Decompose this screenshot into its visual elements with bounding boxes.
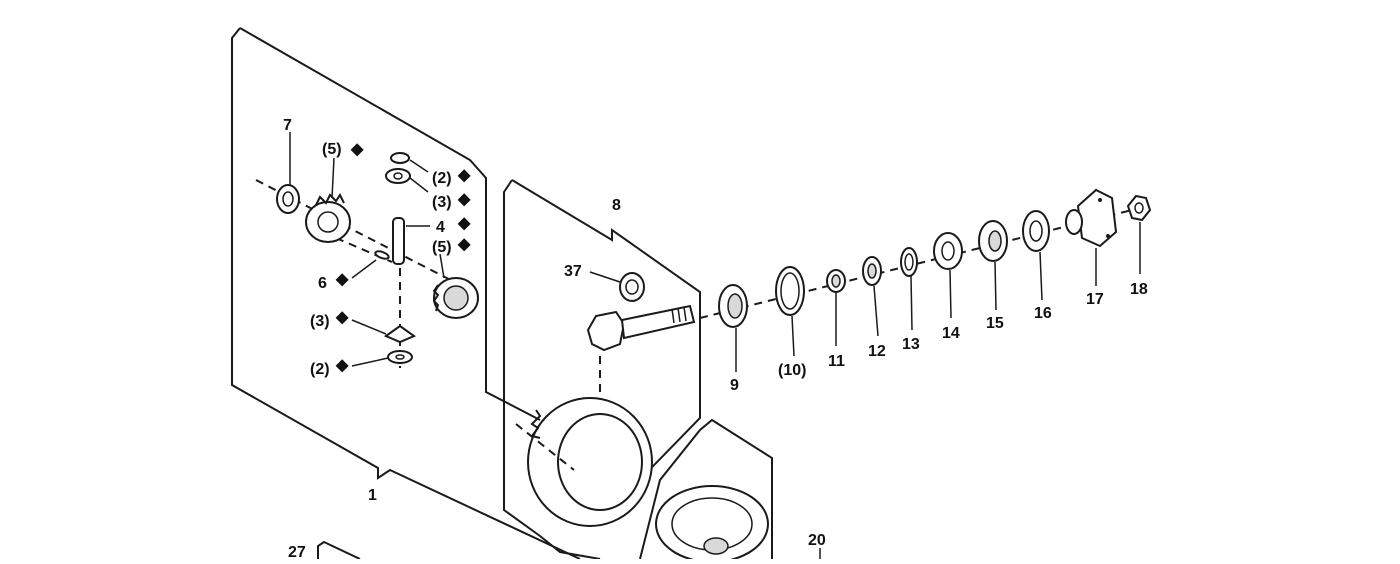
pinion-shaft-4 (392, 217, 405, 265)
group-1-outline (231, 27, 581, 560)
diamond-marker: ◆ (457, 215, 471, 232)
pinion-gear-3a (385, 168, 411, 184)
callout-18: 18 (1130, 281, 1148, 298)
callout-1: 1 (368, 487, 377, 504)
group-27-outline (317, 540, 361, 560)
callout-5b: (5) (432, 239, 452, 256)
diamond-marker: ◆ (335, 309, 349, 326)
drive-pinion-shaft (586, 304, 696, 352)
callout-16: 16 (1034, 305, 1052, 322)
collapsible-spacer-10 (775, 266, 805, 316)
group-8-outline (503, 179, 701, 560)
diamond-marker: ◆ (457, 191, 471, 208)
lock-pin-6 (374, 250, 390, 260)
leader-lines (289, 132, 1141, 559)
diamond-marker: ◆ (335, 357, 349, 374)
callout-2b: (2) (310, 361, 330, 378)
callout-5a: (5) (322, 141, 342, 158)
callout-6: 6 (318, 275, 327, 292)
callout-17: 17 (1086, 291, 1104, 308)
differential-case (655, 485, 769, 563)
diamond-marker: ◆ (457, 236, 471, 253)
callout-3b: (3) (310, 313, 330, 330)
diamond-marker: ◆ (350, 141, 364, 158)
thrust-washer-7 (276, 184, 300, 214)
callout-15: 15 (986, 315, 1004, 332)
ring-gear (527, 397, 653, 527)
oil-slinger-16 (1022, 210, 1050, 252)
callout-13: 13 (902, 336, 920, 353)
side-gear-5a (305, 193, 351, 243)
callout-20: 20 (808, 532, 826, 549)
axis-line-group1 (255, 179, 471, 291)
callout-7: 7 (283, 117, 292, 134)
axis-line-ring-left (515, 423, 575, 471)
pinion-gear-3b (383, 324, 417, 344)
callout-10: (10) (778, 362, 806, 379)
spacer-37 (619, 272, 645, 302)
axis-line-pinion-stack (699, 207, 1141, 319)
companion-flange-17 (1065, 188, 1118, 248)
callout-14: 14 (942, 325, 960, 342)
pinion-washer-2a (390, 152, 410, 164)
callout-8: 8 (612, 197, 621, 214)
diamond-marker: ◆ (335, 271, 349, 288)
callout-3a: (3) (432, 194, 452, 211)
oil-seal-14 (933, 232, 963, 270)
callout-11: 11 (828, 353, 845, 370)
side-gear-5b (432, 277, 479, 319)
callout-12: 12 (868, 343, 886, 360)
callout-27: 27 (288, 544, 306, 559)
diamond-marker: ◆ (457, 167, 471, 184)
pinion-washer-2b (387, 350, 413, 364)
callout-4: 4 (436, 219, 445, 236)
callout-9: 9 (730, 377, 739, 394)
group-20-outline (639, 418, 773, 560)
axis-line-pin (335, 237, 393, 263)
nut-18 (1126, 194, 1152, 222)
callout-37: 37 (564, 263, 582, 280)
washer-13 (900, 247, 918, 277)
callout-2a: (2) (432, 170, 452, 187)
